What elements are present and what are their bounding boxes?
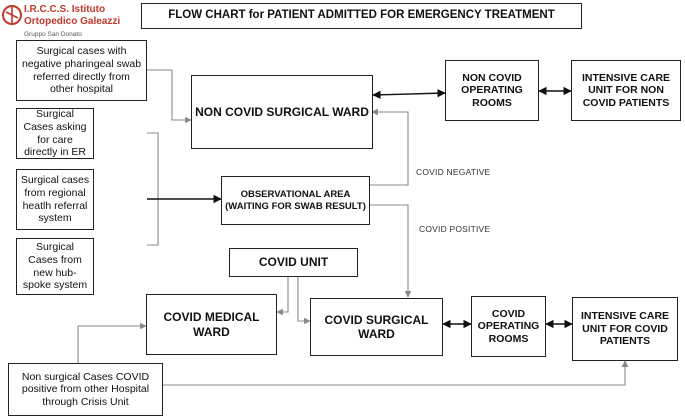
logo-mark-icon <box>2 5 22 25</box>
source-hub-spoke: Surgical Cases from new hub-spoke system <box>16 238 94 295</box>
edge-bracket-sources <box>147 132 159 246</box>
node-covid-operating-rooms: COVID OPERATING ROOMS <box>471 296 546 357</box>
node-icu-covid: INTENSIVE CARE UNIT FOR COVID PATIENTS <box>572 297 678 361</box>
node-observational-area: OBSERVATIONAL AREA (WAITING FOR SWAB RES… <box>221 176 370 225</box>
logo-line-1: I.R.C.C.S. Istituto <box>24 4 106 15</box>
node-noncovid-surgical-ward: NON COVID SURGICAL WARD <box>191 75 373 149</box>
flowchart-title: FLOW CHART for PATIENT ADMITTED FOR EMER… <box>141 3 582 29</box>
label-covid-positive: COVID POSITIVE <box>419 224 491 234</box>
source-regional-referral: Surgical cases from regional heatlh refe… <box>16 169 94 230</box>
logo-line-2: Ortopedico Galeazzi <box>24 16 121 27</box>
institute-logo: I.R.C.C.S. Istituto Ortopedico Galeazzi … <box>2 2 140 44</box>
edge-observational-to-noncovid-ward <box>370 108 409 186</box>
edge-covid-unit-to-surgical <box>297 277 311 325</box>
source-er-direct: Surgical Cases asking for care directly … <box>16 108 94 159</box>
node-covid-surgical-ward: COVID SURGICAL WARD <box>310 298 443 356</box>
logo-line-3: Gruppo San Donato <box>24 31 82 38</box>
source-nonsurgical-covid: Non surgical Cases COVID positive from o… <box>8 363 163 416</box>
edge-covid-unit-to-medical <box>276 277 289 316</box>
source-pharyngeal-swab: Surgical cases with negative pharingeal … <box>16 40 147 101</box>
node-covid-unit: COVID UNIT <box>229 248 358 277</box>
edge-nonsurgical-to-medical <box>77 322 147 363</box>
edge-nonsurgical-to-icu <box>163 360 629 386</box>
edge-noncovid-ward-or <box>372 89 446 99</box>
edge-observational-to-covid-surgical <box>370 204 412 298</box>
label-covid-negative: COVID NEGATIVE <box>416 167 491 177</box>
node-icu-noncovid: INTENSIVE CARE UNIT FOR NON COVID PATIEN… <box>571 60 681 121</box>
node-noncovid-operating-rooms: NON COVID OPERATING ROOMS <box>445 60 539 121</box>
edge-pharyngeal-to-noncovid-ward <box>147 69 192 124</box>
node-covid-medical-ward: COVID MEDICAL WARD <box>146 294 277 355</box>
